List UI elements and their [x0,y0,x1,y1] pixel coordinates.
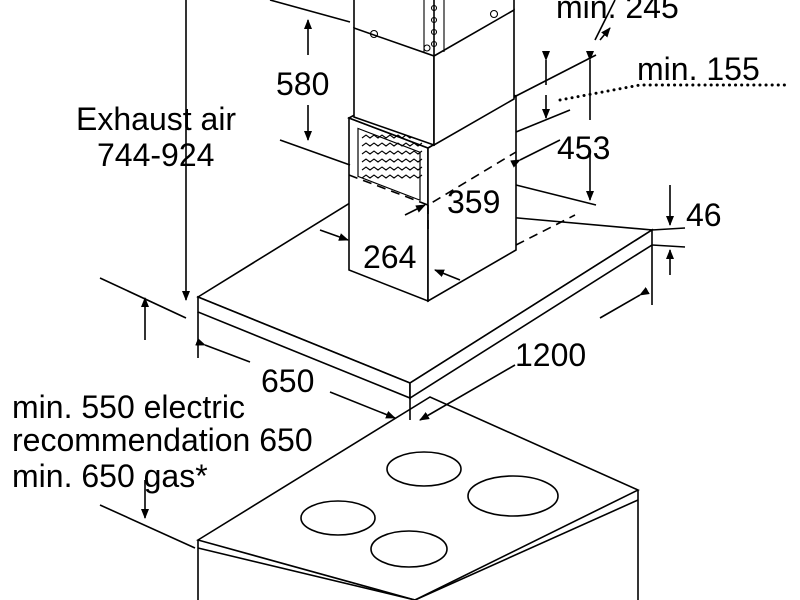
clearance-gas-label: min. 650 gas* [12,458,208,494]
width-264-label: 264 [363,239,416,275]
dimension-lines [99,0,792,549]
exhaust-grille [357,127,423,202]
burner-ring [370,530,448,568]
height-453-label: 453 [557,130,610,166]
depth-650-label: 650 [261,363,314,399]
min-155-label: min. 155 [637,51,760,87]
exhaust-range-label: 744-924 [97,137,214,173]
min-245-label: min. 245 [556,0,679,25]
burner-ring [467,475,559,517]
chimney-upper [353,0,515,147]
exhaust-air-label: Exhaust air [76,101,236,137]
burner-ring [386,451,462,487]
thickness-46-label: 46 [686,197,722,233]
dimension-labels: min. 245 min. 155 580 Exhaust air 744-92… [12,0,760,494]
width-1200-label: 1200 [515,337,586,373]
clearance-recommendation-label: recommendation 650 [12,422,313,458]
burner-ring [300,500,376,536]
clearance-electric-label: min. 550 electric [12,389,245,425]
cooktop [196,396,640,600]
depth-359-label: 359 [447,184,500,220]
mounting-bracket [369,0,499,52]
height-580-label: 580 [276,66,329,102]
